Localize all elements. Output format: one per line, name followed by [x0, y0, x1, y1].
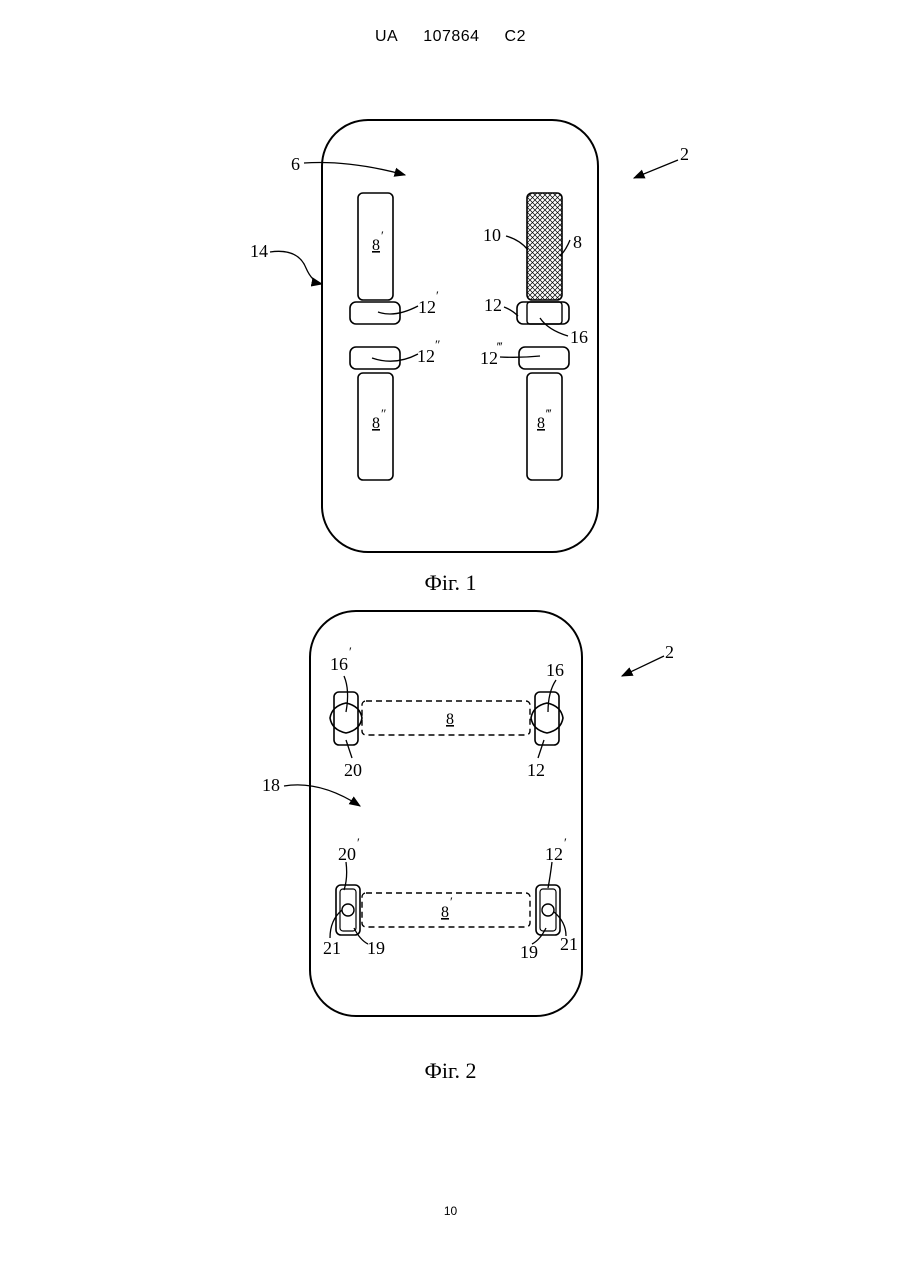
fig1-body-outline	[322, 120, 598, 552]
page-number: 10	[0, 1204, 901, 1218]
fig1-label-12-prime: 12	[418, 297, 436, 317]
fig1-element-16	[527, 302, 562, 324]
fig1-leader-lines	[270, 160, 678, 361]
fig2-label-12-prime: 12	[545, 844, 563, 864]
fig2-prime-mark-20p: ′	[357, 835, 360, 850]
fig2-label-20: 20	[344, 760, 362, 780]
fig1-prime-mark-8p: ′	[381, 228, 384, 243]
fig1-label-12-triple-prime: 12	[480, 348, 498, 368]
fig2-label-20-prime: 20	[338, 844, 356, 864]
fig2-pin-21-right	[542, 904, 554, 916]
fig1-label-8-double-prime: 8	[372, 415, 380, 432]
fig2-prime-mark-16p: ′	[349, 644, 352, 659]
fig2-body-outline	[310, 611, 582, 1016]
fig2-label-16: 16	[546, 660, 564, 680]
fig1-prime-mark-12ppp: ‴	[497, 339, 503, 354]
fig1-label-8-triple-prime: 8	[537, 415, 545, 432]
fig2-label-8-prime: 8	[441, 904, 449, 921]
fig2-label-8: 8	[446, 711, 454, 728]
fig1-element-12	[517, 302, 569, 324]
fig2-label-12: 12	[527, 760, 545, 780]
figure-1-labels: 2 6 14 8 ′ 10 8 12 ′ 12 16 12 ″ 12 ‴ 8 ″…	[250, 144, 689, 432]
fig1-label-2: 2	[680, 144, 689, 164]
fig1-element-12-double-prime	[350, 347, 400, 369]
fig2-label-21-right: 21	[560, 934, 578, 954]
fig1-label-6: 6	[291, 154, 300, 174]
fig2-label-19-left: 19	[367, 938, 385, 958]
fig2-housing-16	[535, 692, 559, 745]
fig1-element-12-prime	[350, 302, 400, 324]
fig1-label-10: 10	[483, 225, 501, 245]
fig2-label-18: 18	[262, 775, 280, 795]
fig1-prime-mark-8ppp: ‴	[546, 406, 552, 421]
fig2-prime-mark-8p: ′	[450, 894, 453, 909]
fig1-label-8: 8	[573, 232, 582, 252]
fig2-label-16-prime: 16	[330, 654, 348, 674]
fig1-label-8-prime: 8	[372, 237, 380, 254]
fig1-label-12: 12	[484, 295, 502, 315]
figure-2-labels: 2 16 ′ 16 8 20 12 18 20 ′ 12 ′ 8 ′ 21 19…	[262, 642, 674, 962]
figure-1-drawing	[270, 120, 678, 552]
fig1-prime-mark-8pp: ″	[381, 406, 386, 421]
fig1-label-16: 16	[570, 327, 588, 347]
figure-2-caption: Фіг. 2	[0, 1058, 901, 1084]
fig1-prime-mark-12pp: ″	[435, 337, 440, 352]
fig2-leader-lines	[284, 656, 664, 944]
fig2-housing-16-prime	[334, 692, 358, 745]
fig2-pin-21-left	[342, 904, 354, 916]
fig2-prime-mark-12p: ′	[564, 835, 567, 850]
fig1-element-10-hatched	[527, 193, 562, 300]
fig2-label-21-left: 21	[323, 938, 341, 958]
fig1-label-12-double-prime: 12	[417, 346, 435, 366]
figure-1-caption: Фіг. 1	[0, 570, 901, 596]
fig2-label-2: 2	[665, 642, 674, 662]
fig1-label-14: 14	[250, 241, 268, 261]
fig1-element-12-triple-prime	[519, 347, 569, 369]
fig2-label-19-right: 19	[520, 942, 538, 962]
fig1-prime-mark-12p: ′	[436, 288, 439, 303]
